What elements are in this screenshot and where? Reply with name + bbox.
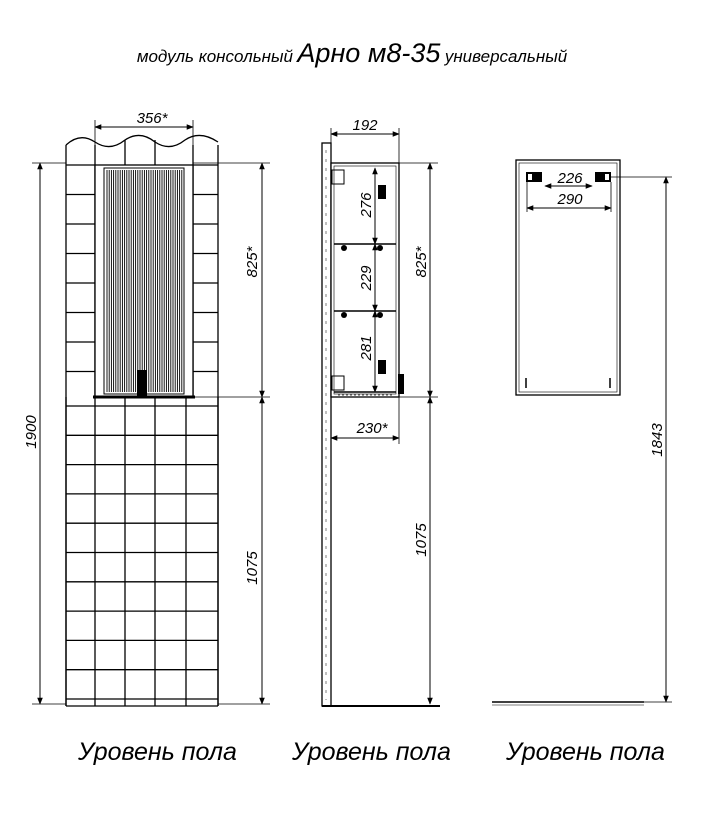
- back-inner-label: 226: [556, 170, 583, 187]
- front-view: 356* 1900 825* 1075: [23, 110, 270, 707]
- mount-bracket-left: [526, 172, 542, 182]
- side-view: 192 276 229 281 825* 230* 1075: [321, 117, 440, 707]
- shelf-pin: [377, 312, 383, 318]
- wall-section: [321, 142, 332, 707]
- front-width-label: 356*: [137, 110, 169, 127]
- hinge-top: [378, 185, 386, 199]
- side-floor-label: Уровень пола: [292, 738, 451, 766]
- bracket-depth-label: 230*: [356, 420, 389, 437]
- back-view: 226 290 1843: [492, 159, 672, 706]
- hinge-bottom: [378, 360, 386, 374]
- bracket-top: [331, 169, 345, 185]
- title-suffix: универсальный: [444, 47, 568, 66]
- shelf-3-height-label: 281: [358, 335, 375, 361]
- door-texture: [106, 170, 183, 392]
- shelf-pin: [341, 245, 347, 251]
- shelf-1-height-label: 276: [358, 192, 375, 219]
- front-height-label: 1900: [23, 415, 40, 449]
- drawing-title: модуль консольный Арно м8-35 универсальн…: [0, 38, 704, 69]
- front-floor-label: Уровень пола: [78, 738, 237, 766]
- front-lower-label: 1075: [244, 551, 261, 585]
- wall-break-line: [65, 134, 219, 148]
- bracket-bottom: [331, 375, 345, 391]
- door-handle: [137, 370, 147, 396]
- shelf-pin: [341, 312, 347, 318]
- mount-bracket-right: [595, 172, 611, 182]
- cabinet-back: [515, 159, 621, 396]
- door-handle-side: [398, 374, 404, 394]
- title-prefix: модуль консольный: [136, 47, 293, 66]
- cabinet-side: [330, 162, 400, 398]
- back-outer-label: 290: [556, 191, 583, 208]
- side-height-label: 825*: [413, 245, 430, 277]
- shelf-pin: [377, 245, 383, 251]
- back-floor-label: Уровень пола: [506, 738, 665, 766]
- title-model: Арно м8-35: [297, 38, 441, 68]
- front-upper-label: 825*: [244, 245, 261, 277]
- side-mount-label: 1075: [413, 523, 430, 557]
- back-height-label: 1843: [649, 423, 666, 457]
- shelf-2-height-label: 229: [358, 265, 375, 292]
- side-depth-label: 192: [352, 117, 378, 134]
